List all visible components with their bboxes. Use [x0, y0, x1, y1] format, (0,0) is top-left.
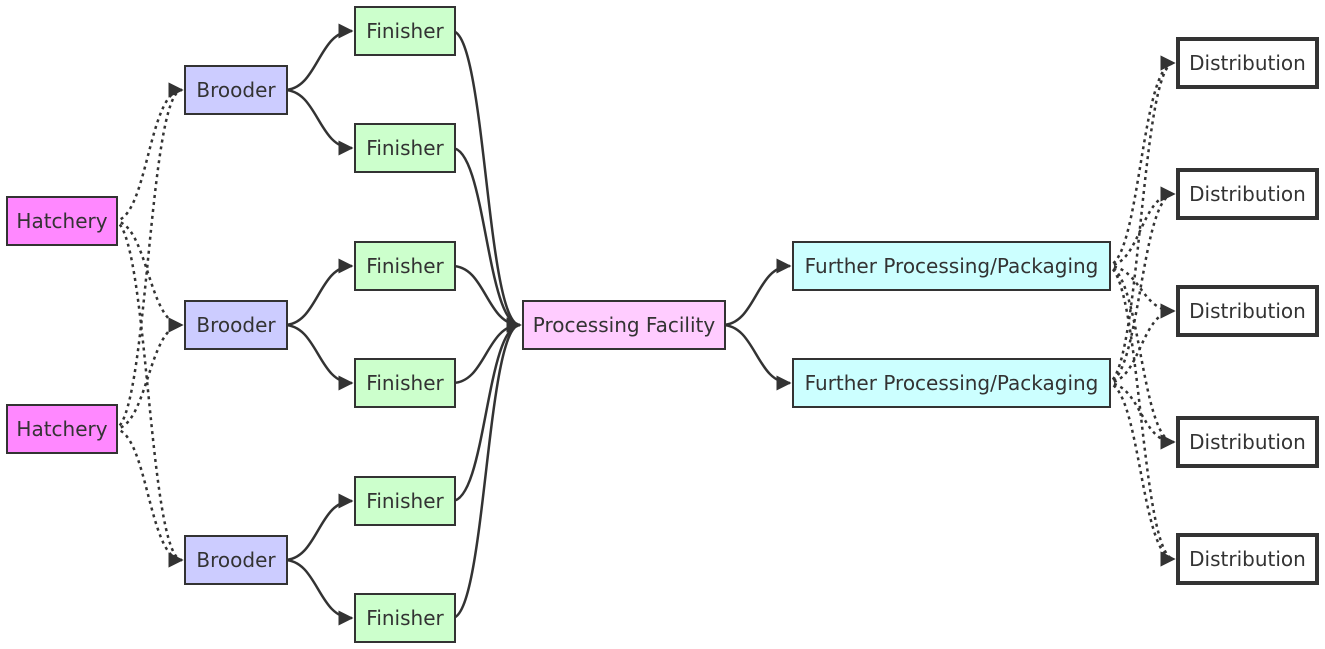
distribution-node-3[interactable]: Distribution	[1176, 285, 1319, 337]
edge-b2-to-f4	[283, 323, 354, 391]
edge-b1-to-f2	[283, 88, 354, 156]
distribution-node-2[interactable]: Distribution	[1176, 168, 1319, 220]
edge-b1-to-f1	[283, 23, 354, 92]
edge-fp2-to-d1	[1106, 55, 1176, 385]
finisher-node-6[interactable]: Finisher	[354, 593, 456, 643]
edge-h2-to-b2	[113, 317, 184, 431]
distribution-node-5[interactable]: Distribution	[1176, 533, 1319, 585]
edge-b2-to-f3	[283, 258, 354, 327]
edge-p-to-fp1	[721, 258, 792, 327]
edge-fp1-to-d5	[1106, 264, 1176, 567]
processing-facility-node[interactable]: Processing Facility	[522, 300, 726, 350]
distribution-node-4[interactable]: Distribution	[1176, 416, 1319, 468]
edge-h1-to-b3	[113, 219, 184, 568]
finisher-node-4[interactable]: Finisher	[354, 358, 456, 408]
finisher-node-2[interactable]: Finisher	[354, 123, 456, 173]
brooder-node-1[interactable]: Brooder	[184, 65, 288, 115]
brooder-node-3[interactable]: Brooder	[184, 535, 288, 585]
hatchery-node-1[interactable]: Hatchery	[6, 196, 118, 246]
edge-f6-to-p	[451, 317, 522, 620]
further-processing-node-1[interactable]: Further Processing/Packaging	[792, 241, 1111, 291]
finisher-node-1[interactable]: Finisher	[354, 6, 456, 56]
edge-h2-to-b1	[113, 82, 184, 431]
edge-fp2-to-d5	[1106, 381, 1176, 567]
edge-f1-to-p	[451, 29, 522, 333]
edge-fp2-to-d4	[1106, 381, 1176, 450]
finisher-node-3[interactable]: Finisher	[354, 241, 456, 291]
edge-f2-to-p	[451, 146, 522, 333]
distribution-node-1[interactable]: Distribution	[1176, 37, 1319, 89]
edge-b3-to-f5	[283, 493, 354, 562]
edge-h2-to-b3	[113, 427, 184, 568]
edge-b3-to-f6	[283, 558, 354, 626]
edge-p-to-fp2	[721, 323, 792, 391]
edge-fp1-to-d2	[1106, 186, 1176, 268]
further-processing-node-2[interactable]: Further Processing/Packaging	[792, 358, 1111, 408]
finisher-node-5[interactable]: Finisher	[354, 476, 456, 526]
edge-fp2-to-d3	[1106, 303, 1176, 385]
edge-fp1-to-d1	[1106, 55, 1176, 268]
hatchery-node-2[interactable]: Hatchery	[6, 404, 118, 454]
edge-h1-to-b2	[113, 219, 184, 333]
edge-fp1-to-d3	[1106, 264, 1176, 319]
edge-h1-to-b1	[113, 82, 184, 223]
brooder-node-2[interactable]: Brooder	[184, 300, 288, 350]
edge-fp2-to-d2	[1106, 186, 1176, 385]
